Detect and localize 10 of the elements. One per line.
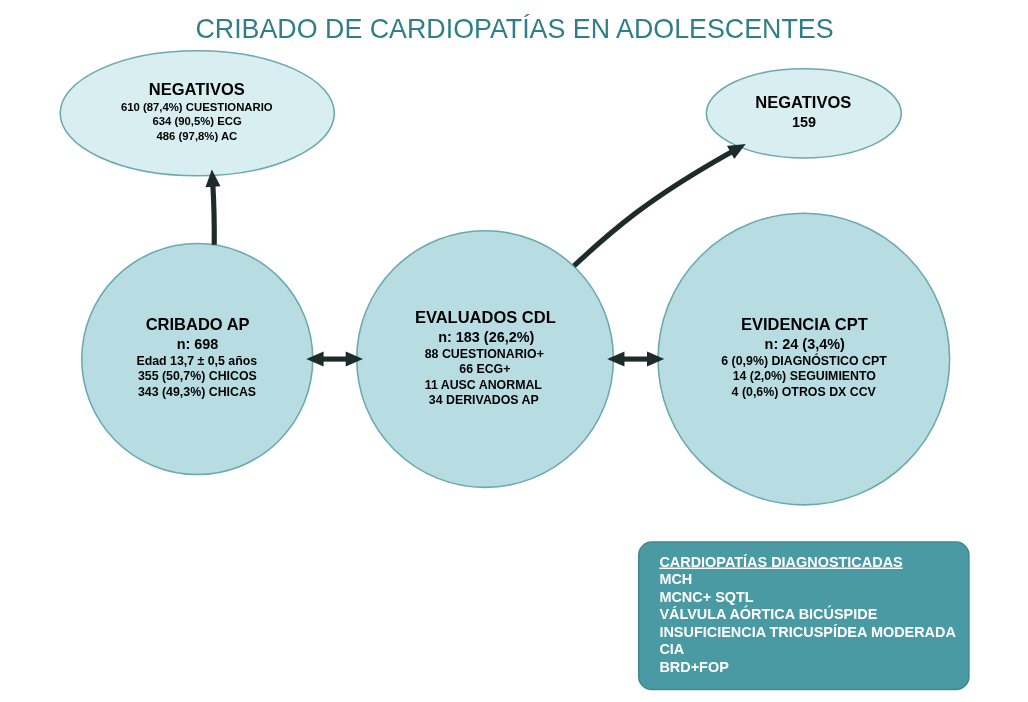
node-circle: EVALUADOS CDL n: 183 (26,2%) 88 CUESTIONARIO+ 66 ECG+ 11 AUSC ANORMAL 34 DERIVADOS AP xyxy=(355,229,614,489)
node-ellipse: NEGATIVOS 610 (87,4%) CUESTIONARIO 634 (90,5%) ECG 486 (97,8%) AC xyxy=(58,50,335,177)
node-box: CARDIOPATÍAS DIAGNOSTICADAS MCH MCNC+ SQTL VÁLVULA AÓRTICA BICÚSPIDE INSUFICIENCIA TRICUSPÍDEA MODERADA CIA BRD+FOP xyxy=(637,541,970,691)
node-circle: CRIBADO AP n: 698 Edad 13,7 ± 0,5 años 355 (50,7%) CHICOS 343 (49,3%) CHICAS xyxy=(80,242,314,476)
arrow xyxy=(204,169,220,245)
diagram-title: CRIBADO DE CARDIOPATÍAS EN ADOLESCENTES xyxy=(194,13,834,44)
arrow xyxy=(571,144,746,268)
arrow xyxy=(606,351,664,367)
arrow xyxy=(305,351,363,367)
node-circle: EVIDENCIA CPT n: 24 (3,4%) 6 (0,9%) DIAGNÓSTICO CPT 14 (2,0%) SEGUIMIENTO 4 (0,6%) OTROS DX CCV xyxy=(656,212,950,506)
